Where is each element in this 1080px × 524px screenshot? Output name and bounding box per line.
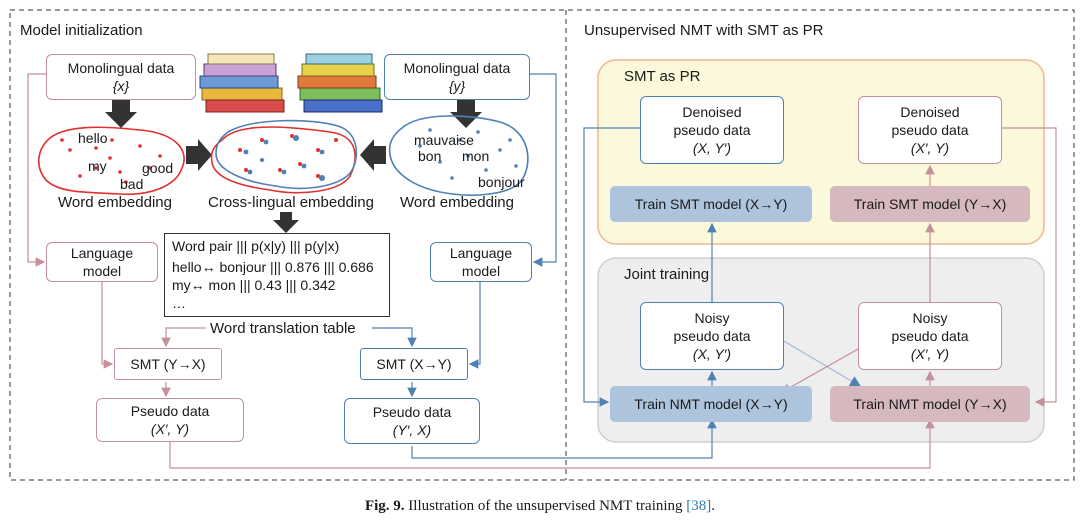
right-embedding-blob (388, 115, 529, 196)
noisy-right-line1: Noisy (912, 310, 948, 326)
right-embedding-points (418, 128, 518, 180)
table-row: … (172, 295, 186, 311)
monolingual-y-set: {y} (448, 78, 466, 94)
noisy-right-line3: (X′, Y) (910, 346, 950, 362)
smt-yx-label: SMT (Y→X) (130, 356, 206, 372)
caption-text: Illustration of the unsupervised NMT tra… (404, 498, 687, 514)
noisy-pseudo-data-right: Noisy pseudo data (X′, Y) (858, 302, 1002, 370)
train-nmt-yx: Train NMT model (Y→X) (830, 386, 1030, 422)
emb-word-mauvaise: mauvaise (414, 132, 474, 148)
denoised-left-line1: Denoised (682, 104, 742, 120)
monolingual-y-box: Monolingual data {y} (384, 54, 530, 100)
train-smt-xy: Train SMT model (X→Y) (610, 186, 812, 222)
noisy-left-line1: Noisy (694, 310, 730, 326)
emb-word-bonjour: bonjour (478, 174, 525, 190)
pseudo-right-line1: Pseudo data (372, 404, 452, 420)
caption-prefix: Fig. 9. (364, 498, 405, 514)
table-header: Word pair ||| p(x|y) ||| p(y|x) (172, 238, 339, 254)
train-smt-yx-label: Train SMT model (Y→X) (853, 196, 1007, 212)
emb-word-my: my (88, 158, 107, 174)
figure-caption: Fig. 9. Illustration of the unsupervised… (0, 498, 1080, 515)
denoised-left-line2: pseudo data (673, 122, 751, 138)
table-row: my↔ mon ||| 0.43 ||| 0.342 (172, 277, 336, 293)
train-nmt-yx-label: Train NMT model (Y→X) (853, 396, 1007, 412)
train-nmt-xy: Train NMT model (X→Y) (610, 386, 812, 422)
noisy-left-line2: pseudo data (673, 328, 751, 344)
lm-right-line1: Language (449, 245, 513, 261)
emb-word-bon: bon (418, 148, 442, 164)
lm-right-line2: model (461, 263, 501, 279)
noisy-right-line2: pseudo data (891, 328, 969, 344)
left-embedding-blob (38, 126, 185, 196)
arrow-left-mid (360, 139, 386, 171)
arrow-down-right (450, 100, 482, 128)
mid-embedding-blob-red (210, 126, 356, 194)
word-translation-table (164, 233, 390, 317)
emb-word-hello: hello (78, 130, 108, 146)
monolingual-x-box: Monolingual data {x} (46, 54, 196, 100)
language-model-right: Language model (430, 242, 532, 282)
emb-word-bad: bad (120, 176, 144, 192)
lm-left-line1: Language (70, 245, 134, 261)
table-header-text: Word pair ||| p(x|y) ||| p(y|x) (172, 238, 340, 254)
language-model-left: Language model (46, 242, 158, 282)
noisy-pseudo-data-left: Noisy pseudo data (X, Y′) (640, 302, 784, 370)
books-icon-right (296, 50, 388, 125)
joint-training-title: Joint training (624, 266, 710, 283)
denoised-left-line3: (X, Y′) (692, 140, 732, 156)
emb-word-mon: mon (462, 148, 490, 164)
smt-xy-box: SMT (X→Y) (360, 348, 468, 380)
mid-embedding-blob-blue (215, 119, 358, 190)
smt-yx-box: SMT (Y→X) (114, 348, 222, 380)
denoised-right-line3: (X′, Y) (910, 140, 950, 156)
train-smt-yx: Train SMT model (Y→X) (830, 186, 1030, 222)
denoised-right-line1: Denoised (900, 104, 960, 120)
right-section-title: Unsupervised NMT with SMT as PR (584, 22, 824, 39)
left-section-title: Model initialization (20, 22, 143, 39)
arrow-right-mid (186, 139, 212, 171)
left-embedding-points (60, 138, 162, 184)
monolingual-y-label: Monolingual data (403, 60, 511, 76)
denoised-right-line2: pseudo data (891, 122, 969, 138)
monolingual-x-set: {x} (112, 78, 130, 94)
books-icon-left (198, 50, 290, 125)
outer-frame (9, 9, 1075, 481)
pseudo-left-line1: Pseudo data (130, 403, 210, 419)
mid-embedding-points (238, 134, 338, 181)
pseudo-data-left: Pseudo data (X′, Y) (96, 398, 244, 442)
pseudo-left-line2: (X′, Y) (150, 421, 190, 437)
word-embedding-right-label: Word embedding (400, 194, 514, 211)
lm-left-line2: model (82, 263, 122, 279)
pseudo-data-right: Pseudo data (Y′, X) (344, 398, 480, 444)
train-smt-xy-label: Train SMT model (X→Y) (634, 196, 788, 212)
emb-word-good: good (142, 160, 174, 176)
caption-reference-link[interactable]: [38] (686, 498, 712, 514)
denoised-pseudo-data-left: Denoised pseudo data (X, Y′) (640, 96, 784, 164)
monolingual-x-label: Monolingual data (67, 60, 175, 76)
word-translation-table-label: Word translation table (210, 320, 356, 337)
arrow-down-left (105, 100, 137, 128)
cross-lingual-embedding-label: Cross-lingual embedding (208, 194, 374, 211)
table-row: hello↔ bonjour ||| 0.876 ||| 0.686 (172, 259, 374, 275)
train-nmt-xy-label: Train NMT model (X→Y) (634, 396, 788, 412)
pseudo-right-line2: (Y′, X) (392, 422, 432, 438)
denoised-pseudo-data-right: Denoised pseudo data (X′, Y) (858, 96, 1002, 164)
smt-xy-label: SMT (X→Y) (376, 356, 452, 372)
arrow-down-table (273, 212, 299, 233)
smt-pr-title: SMT as PR (624, 68, 701, 85)
word-embedding-left-label: Word embedding (58, 194, 172, 211)
caption-end: . (711, 498, 716, 514)
noisy-left-line3: (X, Y′) (692, 346, 732, 362)
